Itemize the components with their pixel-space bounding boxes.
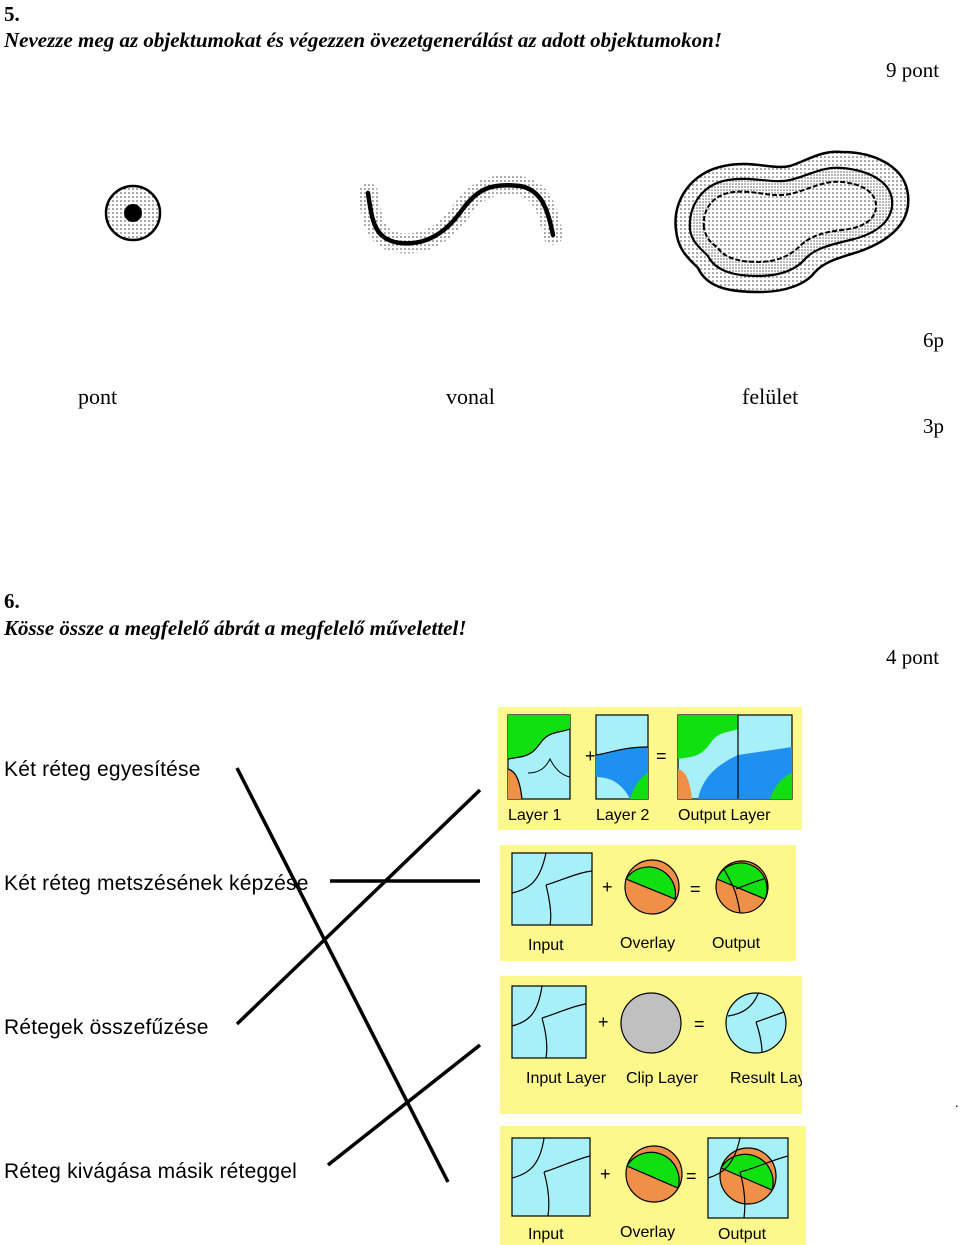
operation-merge: Rétegek összefűzése [4, 1016, 209, 1039]
task5-subpoints-2: 3p [923, 414, 944, 438]
union-label-layer2: Layer 2 [596, 807, 649, 824]
intersect-input-map [511, 852, 593, 926]
line-buffer-figure [358, 175, 563, 254]
task5-subpoints-1: 6p [923, 328, 944, 352]
clip-result-circle [725, 992, 787, 1054]
intersect-overlay-circle [624, 859, 680, 915]
task6-instruction: Kösse össze a megfelelő ábrát a megfelel… [4, 616, 467, 640]
merge-output-map [707, 1137, 789, 1219]
union-layer2-map [595, 714, 649, 800]
point-buffer-figure [104, 184, 162, 242]
intersect-label-input: Input [528, 937, 564, 954]
match-line-3 [235, 788, 482, 1026]
union-layer1-map [507, 714, 571, 800]
clip-label-clip-1: Clip Layer [626, 1070, 699, 1087]
merge-overlay-circle [625, 1145, 683, 1203]
task5-instruction: Nevezze meg az objektumokat és végezzen … [4, 28, 723, 52]
stray-mark: . [955, 1096, 959, 1111]
match-line-1 [235, 767, 450, 1183]
line-object [365, 183, 556, 246]
merge-label-overlay: Overlay [620, 1224, 675, 1241]
polygon-buffer-figure [674, 150, 910, 294]
figure-clip: + = Input Layer Clip Layer Result Layer [500, 976, 802, 1114]
label-line: vonal [446, 384, 495, 409]
clip-input-map [511, 985, 587, 1059]
merge-plus-sign: + [600, 1164, 611, 1184]
merge-label-output: Output [718, 1226, 767, 1243]
operation-union: Két réteg egyesítése [4, 758, 201, 781]
union-plus-sign: + [585, 746, 596, 766]
label-polygon: felület [742, 384, 799, 409]
operation-clip: Réteg kivágása másik réteggel [4, 1160, 297, 1183]
union-label-layer1: Layer 1 [508, 807, 561, 824]
polygon-object [702, 180, 878, 264]
point-object [124, 204, 142, 222]
figure-union: + = Layer 1 Layer 2 Output Layer [498, 707, 802, 830]
label-point: pont [78, 384, 118, 409]
merge-equals-sign: = [686, 1166, 697, 1186]
task5-number: 5. [4, 2, 20, 26]
clip-equals-sign: = [694, 1014, 705, 1034]
figure-intersect: + = Input Overlay Output [500, 845, 796, 961]
buffer-illustrations [104, 150, 910, 294]
merge-input-map [511, 1137, 591, 1217]
match-line-4 [326, 1043, 482, 1167]
union-label-output: Output Layer [678, 807, 771, 824]
union-output-map [677, 714, 793, 800]
clip-label-result-1: Result Layer [730, 1070, 802, 1087]
task5-points: 9 pont [886, 58, 940, 82]
clip-label-input-1: Input Layer [526, 1070, 607, 1087]
intersect-label-overlay: Overlay [620, 935, 675, 952]
intersect-label-output: Output [712, 935, 761, 952]
merge-label-input: Input [528, 1226, 564, 1243]
figure-merge: + = Input Overlay Output [500, 1126, 806, 1245]
intersect-equals-sign: = [690, 879, 701, 899]
operation-intersect: Két réteg metszésének képzése [4, 872, 309, 895]
clip-layer-circle [620, 992, 682, 1054]
intersect-output-circle [715, 860, 769, 914]
task6-points: 4 pont [886, 645, 940, 669]
clip-plus-sign: + [598, 1012, 609, 1032]
task6-number: 6. [4, 589, 20, 613]
intersect-plus-sign: + [602, 877, 613, 897]
union-equals-sign: = [656, 746, 667, 766]
